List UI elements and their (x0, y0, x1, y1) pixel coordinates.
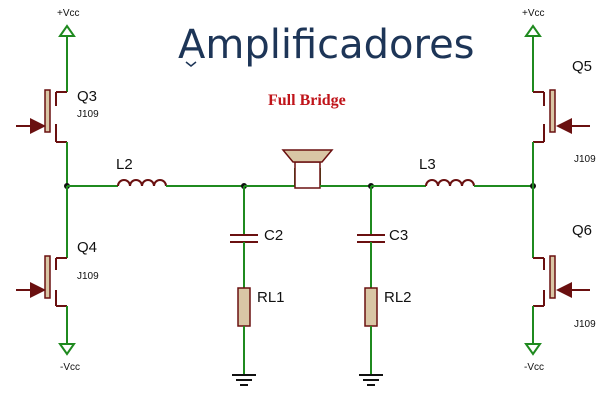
vcc-neg-left-label: -Vcc (60, 362, 80, 373)
l3-label: L3 (419, 156, 436, 173)
resistor-rl1: RL1 (237, 287, 285, 327)
l2-label: L2 (116, 156, 133, 173)
circuit-title: Full Bridge (268, 92, 346, 109)
q4-model: J109 (77, 271, 99, 282)
q6-model: J109 (574, 319, 596, 330)
rl2-label: RL2 (384, 289, 412, 306)
transistor-q6: Q6 J109 (533, 222, 596, 330)
vcc-down-arrow-right-icon (524, 343, 542, 356)
c2-label: C2 (264, 227, 283, 244)
vcc-neg-right-label: -Vcc (524, 362, 544, 373)
vcc-pos-right: +Vcc (522, 8, 545, 92)
vcc-pos-right-label: +Vcc (522, 8, 545, 19)
rl1-label: RL1 (257, 289, 285, 306)
q5-label: Q5 (572, 58, 592, 75)
inductor-l3: L3 (419, 156, 475, 187)
inductor-l2: L2 (116, 156, 167, 187)
c3-label: C3 (389, 227, 408, 244)
vcc-pos-left: +Vcc (57, 8, 80, 92)
vcc-down-arrow-icon (58, 343, 76, 356)
capacitor-c3: C3 (357, 227, 408, 244)
brand-name: Amplificadores (178, 22, 475, 68)
brand-logo: Amplificadores (178, 22, 475, 68)
transistor-q5: Q5 J109 (533, 58, 596, 165)
q4-label: Q4 (77, 239, 97, 256)
transistor-q3: Q3 J109 (16, 88, 99, 143)
q5-model: J109 (574, 154, 596, 165)
logo-mark-icon (185, 61, 197, 67)
transistor-q4: Q4 J109 (16, 239, 99, 307)
vcc-up-arrow-right-icon (524, 24, 542, 37)
q3-label: Q3 (77, 88, 97, 105)
vcc-pos-left-label: +Vcc (57, 8, 80, 19)
vcc-up-arrow-icon (58, 24, 76, 37)
q6-label: Q6 (572, 222, 592, 239)
ground-2-icon (359, 374, 383, 386)
resistor-rl2: RL2 (364, 287, 412, 327)
vcc-neg-right: -Vcc (524, 306, 544, 373)
ground-1-icon (232, 374, 256, 386)
vcc-neg-left: -Vcc (58, 306, 80, 373)
capacitor-c2: C2 (230, 227, 283, 244)
speaker-icon (281, 149, 334, 189)
q3-model: J109 (77, 109, 99, 120)
